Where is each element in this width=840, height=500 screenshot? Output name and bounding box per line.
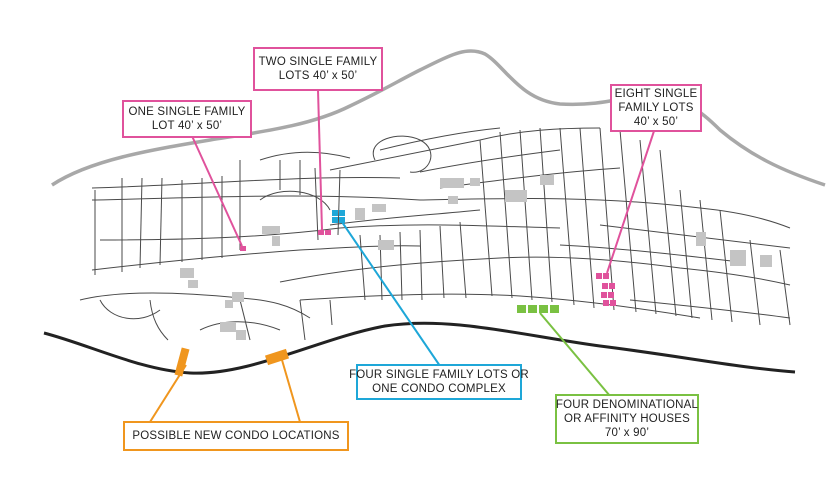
buildings [180, 175, 772, 340]
callout-text-line: ONE SINGLE FAMILY [128, 106, 246, 118]
callout-text-line: EIGHT SINGLE [614, 88, 698, 100]
callout-text-line: LOTS 40’ x 50’ [278, 70, 358, 82]
callout-text-line: ONE CONDO COMPLEX [372, 383, 506, 395]
callout-text-line: FOUR SINGLE FAMILY LOTS OR [349, 369, 529, 381]
callout-possible-new-condo-locations: POSSIBLE NEW CONDO LOCATIONS [123, 421, 349, 451]
callout-text-line: TWO SINGLE FAMILY [258, 56, 378, 68]
callout-text-line: LOT 40’ x 50’ [151, 120, 223, 132]
callout-text-line: 70’ x 90’ [604, 427, 650, 439]
callout-one-single-family-lot: ONE SINGLE FAMILY LOT 40’ x 50’ [122, 100, 252, 138]
callout-text-line: 40’ x 50’ [633, 116, 679, 128]
callout-four-denominational-houses: FOUR DENOMINATIONAL OR AFFINITY HOUSES 7… [555, 394, 699, 444]
lot-markers [174, 210, 616, 377]
callout-eight-single-family-lots: EIGHT SINGLE FAMILY LOTS 40’ x 50’ [610, 84, 702, 132]
callout-text-line: FAMILY LOTS [618, 102, 694, 114]
callout-two-single-family-lots: TWO SINGLE FAMILY LOTS 40’ x 50’ [253, 47, 383, 91]
callout-text-line: OR AFFINITY HOUSES [563, 413, 691, 425]
leader-lines [148, 89, 656, 423]
callout-text-line: FOUR DENOMINATIONAL [555, 399, 699, 411]
callout-four-single-family-lots-or-condo: FOUR SINGLE FAMILY LOTS OR ONE CONDO COM… [349, 364, 529, 400]
callout-text-line: POSSIBLE NEW CONDO LOCATIONS [132, 430, 340, 442]
highway-route-394 [43, 321, 796, 375]
street-grid [79, 127, 791, 341]
